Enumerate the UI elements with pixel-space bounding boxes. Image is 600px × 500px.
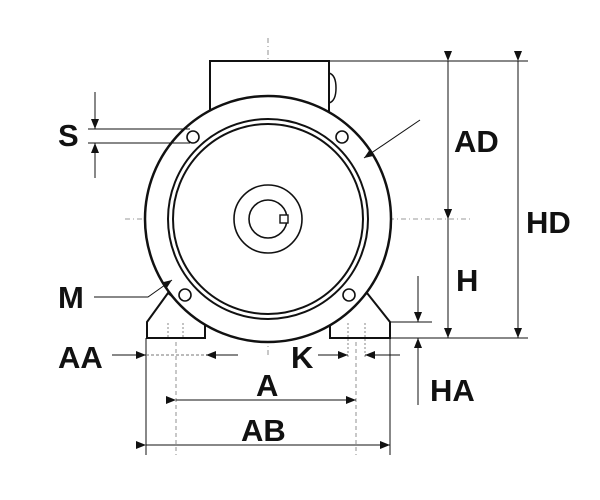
bolt-hole — [335, 130, 349, 144]
label-ab: AB — [241, 413, 286, 448]
bolt-hole — [186, 130, 200, 144]
label-ha: HA — [430, 373, 475, 408]
label-k: K — [291, 340, 314, 375]
flange-ring — [167, 118, 369, 320]
label-ad: AD — [454, 124, 499, 159]
label-hd: HD — [526, 205, 571, 240]
shaft-key — [279, 214, 289, 224]
motor-body — [143, 60, 393, 358]
bolt-hole — [342, 288, 356, 302]
label-s: S — [58, 118, 79, 153]
label-a: A — [256, 368, 278, 403]
dimension-lines — [88, 51, 528, 455]
bolt-hole — [178, 288, 192, 302]
label-aa: AA — [58, 340, 103, 375]
bolt-holes — [178, 130, 356, 302]
label-h: H — [456, 263, 478, 298]
flange-inner — [172, 123, 364, 315]
cable-gland — [328, 72, 337, 104]
label-m: M — [58, 280, 84, 315]
